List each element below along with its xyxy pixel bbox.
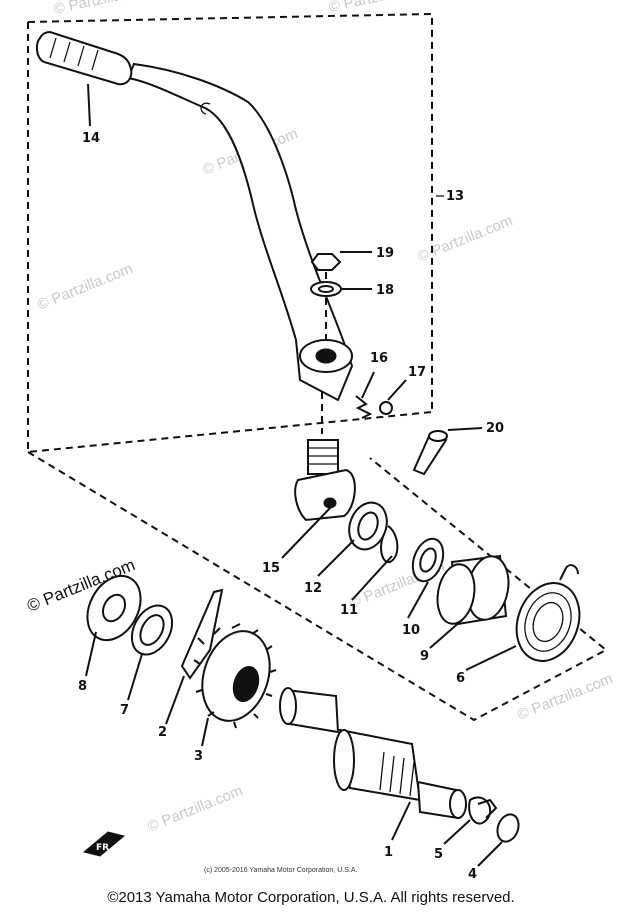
callout-6: 6 xyxy=(456,671,465,686)
kick-gear xyxy=(193,623,277,729)
callout-9: 9 xyxy=(420,649,429,664)
callout-12: 12 xyxy=(304,581,322,596)
front-arrow-icon: FR xyxy=(82,831,126,857)
callout-7: 7 xyxy=(120,703,129,718)
callout-8: 8 xyxy=(78,679,87,694)
callout-2: 2 xyxy=(158,725,167,740)
callout-1: 1 xyxy=(384,845,393,860)
watermark-mid-right: © Partzilla.com xyxy=(415,212,515,266)
callout-14: 14 xyxy=(82,131,100,146)
callout-10: 10 xyxy=(402,623,420,638)
bolt xyxy=(412,430,448,476)
callout-13: 13 xyxy=(446,189,464,204)
leader-lines xyxy=(85,83,517,867)
callout-4: 4 xyxy=(468,867,477,882)
callout-numbers: 14 13 19 18 16 17 20 15 12 11 10 9 6 8 7… xyxy=(78,131,504,882)
left-washers xyxy=(86,574,224,680)
watermark-left-upper: © Partzilla.com xyxy=(35,260,135,314)
kick-axle xyxy=(279,687,491,825)
spring-and-ball xyxy=(355,395,393,419)
callout-19: 19 xyxy=(376,246,394,261)
spring-guide xyxy=(436,554,510,626)
callout-20: 20 xyxy=(486,421,504,436)
watermark-bottom-mid: © Partzilla.com xyxy=(145,782,245,836)
fine-print: (c) 2005-2016 Yamaha Motor Corporation, … xyxy=(204,867,357,874)
callout-15: 15 xyxy=(262,561,280,576)
callout-3: 3 xyxy=(194,749,203,764)
torsion-spring xyxy=(515,564,581,662)
callout-17: 17 xyxy=(408,365,426,380)
callout-16: 16 xyxy=(370,351,388,366)
clips-and-washers xyxy=(348,501,445,583)
end-clips xyxy=(477,798,520,843)
kick-crank xyxy=(35,30,354,402)
kick-axle-boss xyxy=(294,392,356,522)
watermark-bottom-right: © Partzilla.com xyxy=(515,670,615,724)
callout-5: 5 xyxy=(434,847,443,862)
nut-and-washer xyxy=(310,253,342,340)
watermark-top: © Partzilla.com xyxy=(52,0,154,18)
svg-text:FR: FR xyxy=(96,843,109,853)
callout-18: 18 xyxy=(376,283,394,298)
copyright-notice: ©2013 Yamaha Motor Corporation, U.S.A. A… xyxy=(107,889,515,906)
callout-11: 11 xyxy=(340,603,358,618)
assembly-boundary xyxy=(27,12,608,722)
